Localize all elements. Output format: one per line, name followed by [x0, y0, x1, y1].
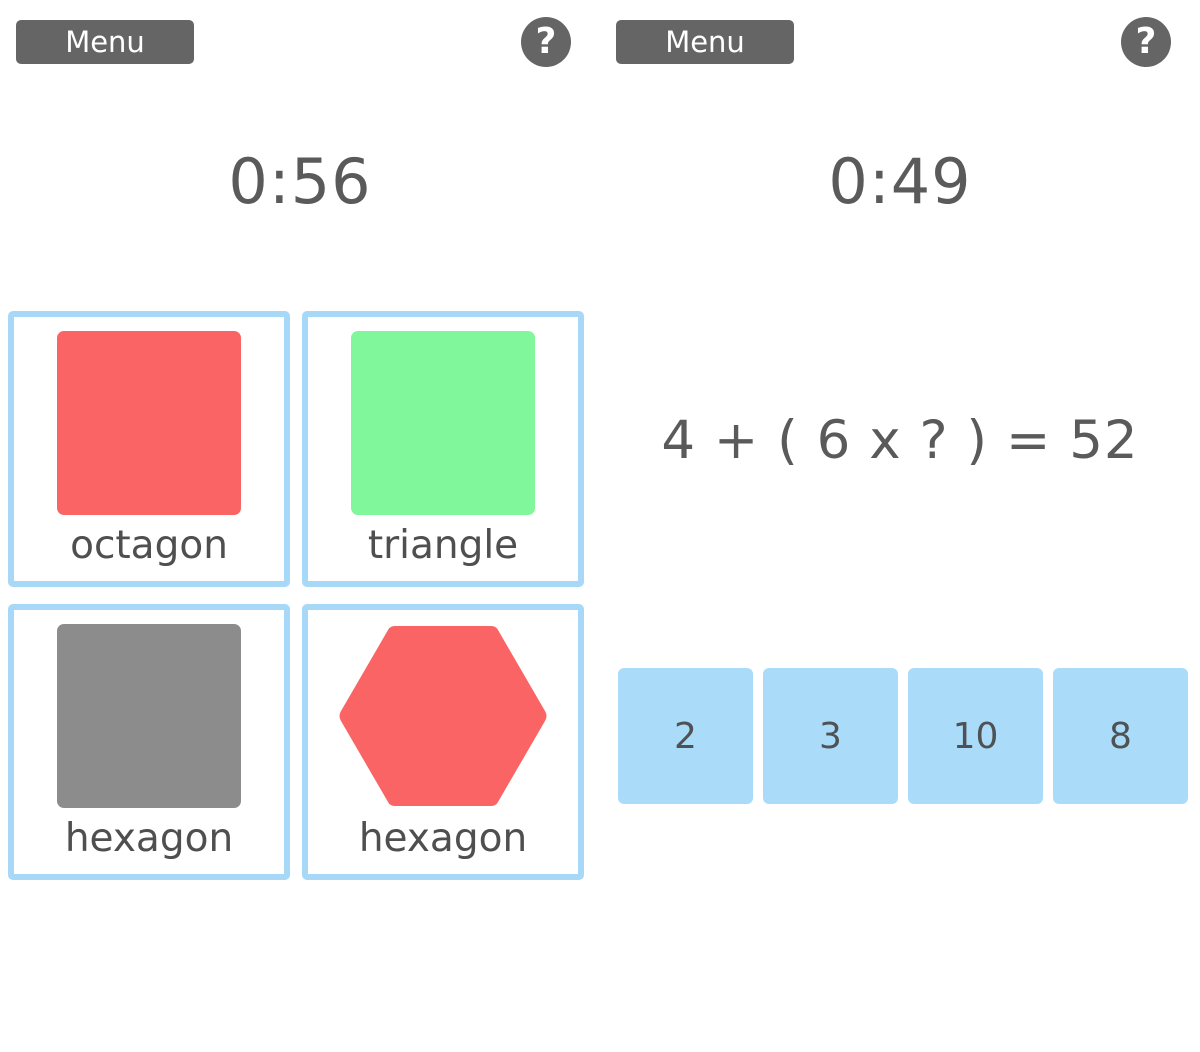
answer-option-button[interactable]: 3 — [763, 668, 898, 804]
countdown-timer-value: 0:49 — [828, 145, 972, 218]
shape-card-label: hexagon — [358, 816, 528, 861]
menu-button[interactable]: Menu — [16, 20, 194, 64]
menu-button[interactable]: Menu — [616, 20, 794, 64]
square-shape-icon — [57, 331, 241, 515]
shapes-panel-topbar: Menu ? — [0, 0, 600, 84]
answer-options: 2 3 10 8 — [618, 668, 1188, 804]
shape-card[interactable]: octagon — [8, 311, 290, 587]
math-panel: Menu ? 0:49 4 + ( 6 x ? ) = 52 2 3 10 8 — [600, 0, 1200, 1052]
question-mark-glyph: ? — [1135, 21, 1157, 62]
shape-card[interactable]: triangle — [302, 311, 584, 587]
question-mark-glyph: ? — [535, 21, 557, 62]
shape-card-label: hexagon — [64, 816, 234, 861]
countdown-timer-value: 0:56 — [228, 145, 372, 218]
shapes-panel: Menu ? 0:56 octagon triangle hexagon — [0, 0, 600, 881]
math-panel-topbar: Menu ? — [600, 0, 1200, 84]
answer-option-button[interactable]: 10 — [908, 668, 1043, 804]
shape-slot — [14, 620, 284, 812]
shape-card[interactable]: hexagon — [8, 604, 290, 880]
answer-option-button[interactable]: 2 — [618, 668, 753, 804]
shape-slot — [308, 620, 578, 812]
hexagon-shape-icon — [339, 626, 547, 806]
shape-slot — [308, 327, 578, 519]
help-icon[interactable]: ? — [521, 17, 571, 67]
square-shape-icon — [351, 331, 535, 515]
answer-option-button[interactable]: 8 — [1053, 668, 1188, 804]
shape-card[interactable]: hexagon — [302, 604, 584, 880]
countdown-timer: 0:49 — [600, 145, 1200, 218]
shape-card-label: octagon — [70, 523, 228, 568]
countdown-timer: 0:56 — [0, 145, 600, 218]
shape-card-label: triangle — [367, 523, 519, 568]
equation-prompt: 4 + ( 6 x ? ) = 52 — [661, 410, 1139, 471]
shape-slot — [14, 327, 284, 519]
square-shape-icon — [57, 624, 241, 808]
shape-card-grid: octagon triangle hexagon hexagon — [8, 311, 584, 881]
help-icon[interactable]: ? — [1121, 17, 1171, 67]
